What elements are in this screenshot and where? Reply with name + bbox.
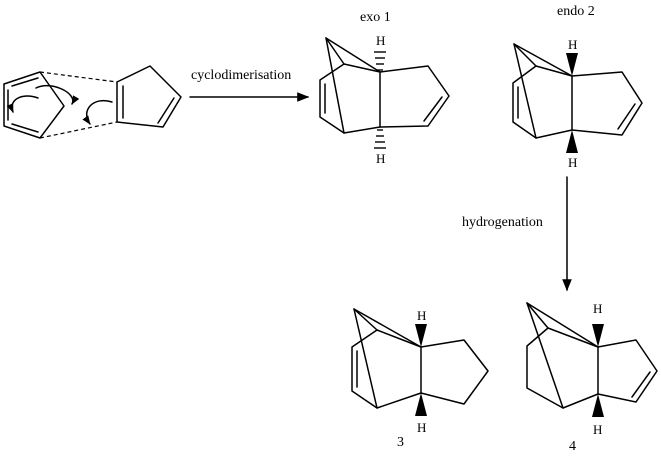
label-hydrogenation: hydrogenation [462, 215, 543, 230]
label-compound-4: 4 [569, 439, 576, 454]
label-cyclodimerisation: cyclodimerisation [191, 68, 291, 83]
curly-arrow-2 [82, 99, 113, 125]
atom-h-top-3: H [417, 308, 426, 323]
hashed-bond-bottom [374, 129, 386, 149]
wedge-bond-bottom-3 [415, 393, 427, 416]
wedge-bond-top [566, 53, 578, 76]
atom-h-top-4: H [593, 301, 602, 316]
label-endo-2: endo 2 [557, 4, 595, 19]
atom-h-bottom-endo: H [568, 155, 577, 170]
forming-bond-top [39, 71, 118, 83]
wedge-bond-top-3 [415, 324, 427, 347]
wedge-bond-bottom [566, 130, 578, 153]
atom-h-bottom-4: H [593, 422, 602, 437]
structure-4: H H [526, 301, 658, 437]
hashed-bond-top [374, 51, 386, 71]
structure-endo-2: H H [512, 37, 643, 170]
wedge-bond-top-4 [592, 324, 604, 347]
atom-h-bottom-3: H [417, 420, 426, 435]
diene-ring [3, 71, 65, 139]
dienophile-ring [116, 65, 182, 128]
label-compound-3: 3 [397, 435, 404, 450]
label-exo-1: exo 1 [360, 10, 391, 25]
atom-h-top-exo: H [376, 33, 385, 48]
wedge-bond-bottom-4 [592, 394, 604, 417]
reactant-transition-state [3, 65, 182, 139]
forming-bond-bottom [39, 121, 118, 139]
structure-exo-1: H H [319, 33, 450, 166]
curly-arrow-1 [35, 84, 80, 105]
atom-h-top-endo: H [568, 37, 577, 52]
atom-h-bottom-exo: H [376, 151, 385, 166]
curly-arrow-3 [6, 95, 39, 113]
structure-3: H H [351, 308, 489, 435]
